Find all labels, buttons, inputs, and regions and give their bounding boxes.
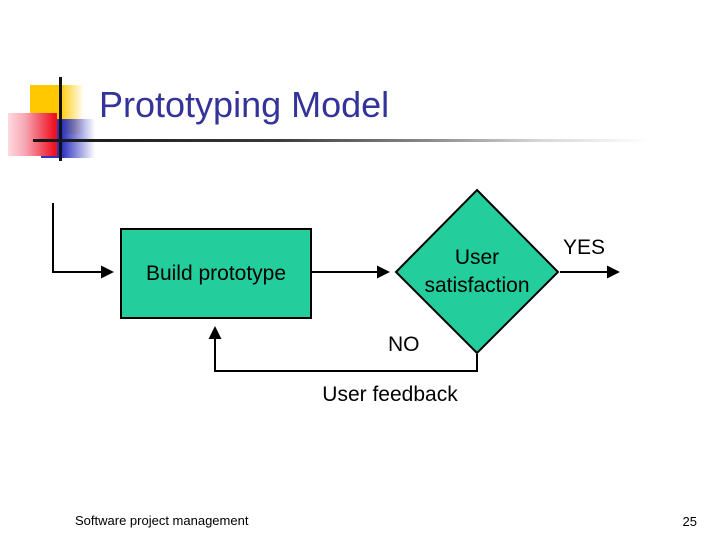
- decision-label-line1: User: [454, 246, 500, 269]
- decision-diamond-label: User satisfaction: [397, 244, 557, 300]
- connector-entry: [52, 203, 114, 279]
- yes-label: YES: [563, 236, 606, 259]
- build-prototype-box: Build prototype: [120, 228, 312, 319]
- slide-title: Prototyping Model: [99, 84, 390, 125]
- footer-text: Software project management: [75, 513, 249, 528]
- title-underline-rule: [33, 139, 670, 142]
- slide-number: 25: [682, 514, 697, 529]
- decision-diamond-shape: [394, 188, 560, 355]
- decoration-vertical-line: [59, 77, 62, 161]
- no-label: NO: [388, 333, 420, 356]
- decision-label-line2: satisfaction: [424, 274, 530, 297]
- user-feedback-label: User feedback: [322, 383, 458, 406]
- build-prototype-label: Build prototype: [145, 261, 287, 285]
- connector-no-feedback-loop: [208, 326, 478, 372]
- decoration-red-square: [8, 113, 57, 156]
